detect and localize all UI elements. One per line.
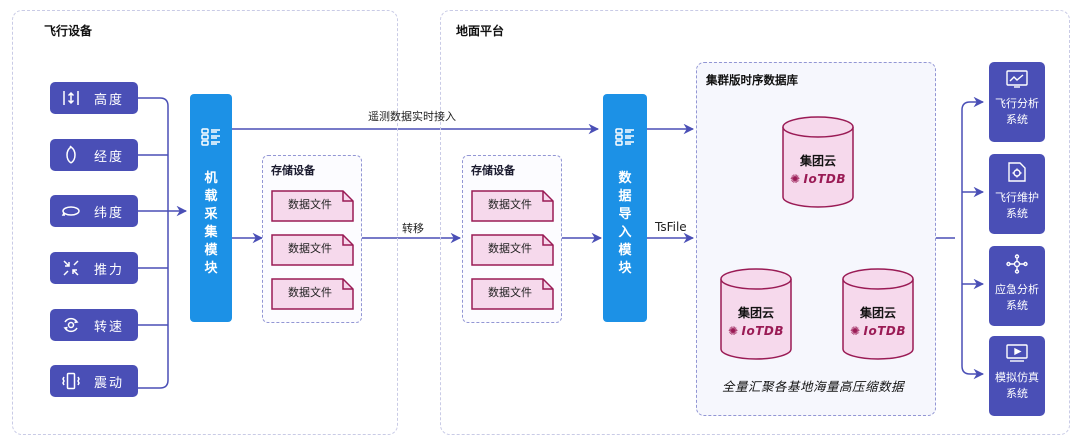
data-file: 数据文件 <box>471 234 554 266</box>
iotdb-logo: ✺IoTDB <box>789 172 847 186</box>
chart-icon <box>1006 70 1028 92</box>
gear-document-icon <box>1008 162 1026 186</box>
sensor-rotation-speed: 转速 <box>50 309 138 341</box>
sensor-label: 推力 <box>94 262 125 278</box>
system-flight-analysis: 飞行分析系统 <box>989 62 1045 142</box>
data-file: 数据文件 <box>271 190 354 222</box>
data-file-label: 数据文件 <box>488 242 532 255</box>
sensor-bracket <box>138 97 188 389</box>
data-file: 数据文件 <box>271 278 354 310</box>
systems-bracket <box>936 96 985 380</box>
vibration-icon <box>60 370 82 392</box>
storage-device-right: 存储设备 数据文件 数据文件 数据文件 <box>462 155 562 323</box>
system-simulation: 模拟仿真系统 <box>989 336 1045 416</box>
monitor-icon <box>1006 344 1028 366</box>
system-label: 模拟仿真系统 <box>995 371 1039 400</box>
sensor-thrust: 推力 <box>50 252 138 284</box>
iotdb-logo: ✺IoTDB <box>727 324 785 338</box>
system-label: 应急分析系统 <box>995 283 1039 312</box>
system-label: 飞行维护系统 <box>995 191 1039 220</box>
sensor-vibration: 震动 <box>50 365 138 397</box>
onboard-acquisition-module: 机载采集模块 <box>190 94 232 322</box>
storage-title: 存储设备 <box>271 164 315 177</box>
db-node-right: 集团云 ✺IoTDB <box>842 268 914 360</box>
data-file-label: 数据文件 <box>288 198 332 211</box>
data-import-module: 数据导入模块 <box>603 94 647 322</box>
tsfile-label: TsFile <box>655 220 687 234</box>
module-label: 机载采集模块 <box>204 171 218 276</box>
db-node-label: 集团云 <box>799 154 836 168</box>
cluster-database-title: 集群版时序数据库 <box>706 73 798 87</box>
sensor-latitude: 纬度 <box>50 195 138 227</box>
altitude-icon <box>60 87 82 109</box>
ground-platform-title: 地面平台 <box>456 24 505 38</box>
db-node-label: 集团云 <box>737 306 774 320</box>
system-flight-maintenance: 飞行维护系统 <box>989 154 1045 234</box>
sensor-longitude: 经度 <box>50 139 138 171</box>
data-file-label: 数据文件 <box>488 286 532 299</box>
latitude-icon <box>60 200 82 222</box>
data-file-label: 数据文件 <box>288 242 332 255</box>
flight-devices-title: 飞行设备 <box>44 24 93 38</box>
sensor-label: 震动 <box>94 375 125 391</box>
flight-devices-panel <box>12 10 398 435</box>
system-label: 飞行分析系统 <box>995 97 1039 126</box>
sensor-label: 高度 <box>94 92 125 108</box>
module-label: 数据导入模块 <box>618 171 632 276</box>
db-node-left: 集团云 ✺IoTDB <box>720 268 792 360</box>
database-caption: 全量汇聚各基地海量高压缩数据 <box>722 379 905 394</box>
db-node-label: 集团云 <box>859 306 896 320</box>
sensor-label: 转速 <box>94 319 125 335</box>
sensor-label: 纬度 <box>94 205 125 221</box>
data-file-label: 数据文件 <box>288 286 332 299</box>
system-emergency-analysis: 应急分析系统 <box>989 246 1045 326</box>
sensor-altitude: 高度 <box>50 82 138 114</box>
data-file: 数据文件 <box>471 278 554 310</box>
telemetry-label: 遥测数据实时接入 <box>368 110 456 123</box>
sensor-label: 经度 <box>94 149 125 165</box>
network-icon <box>1006 254 1028 278</box>
module-icon <box>201 128 221 150</box>
longitude-icon <box>60 144 82 166</box>
transfer-label: 转移 <box>402 222 424 235</box>
iotdb-logo: ✺IoTDB <box>849 324 907 338</box>
ground-platform-panel <box>440 10 1070 435</box>
data-file: 数据文件 <box>471 190 554 222</box>
db-node-top: 集团云 ✺IoTDB <box>782 116 854 208</box>
storage-device-left: 存储设备 数据文件 数据文件 数据文件 <box>262 155 362 323</box>
module-icon <box>615 128 635 150</box>
rotation-speed-icon <box>60 314 82 336</box>
data-file: 数据文件 <box>271 234 354 266</box>
data-file-label: 数据文件 <box>488 198 532 211</box>
thrust-icon <box>60 257 82 279</box>
storage-title: 存储设备 <box>471 164 515 177</box>
